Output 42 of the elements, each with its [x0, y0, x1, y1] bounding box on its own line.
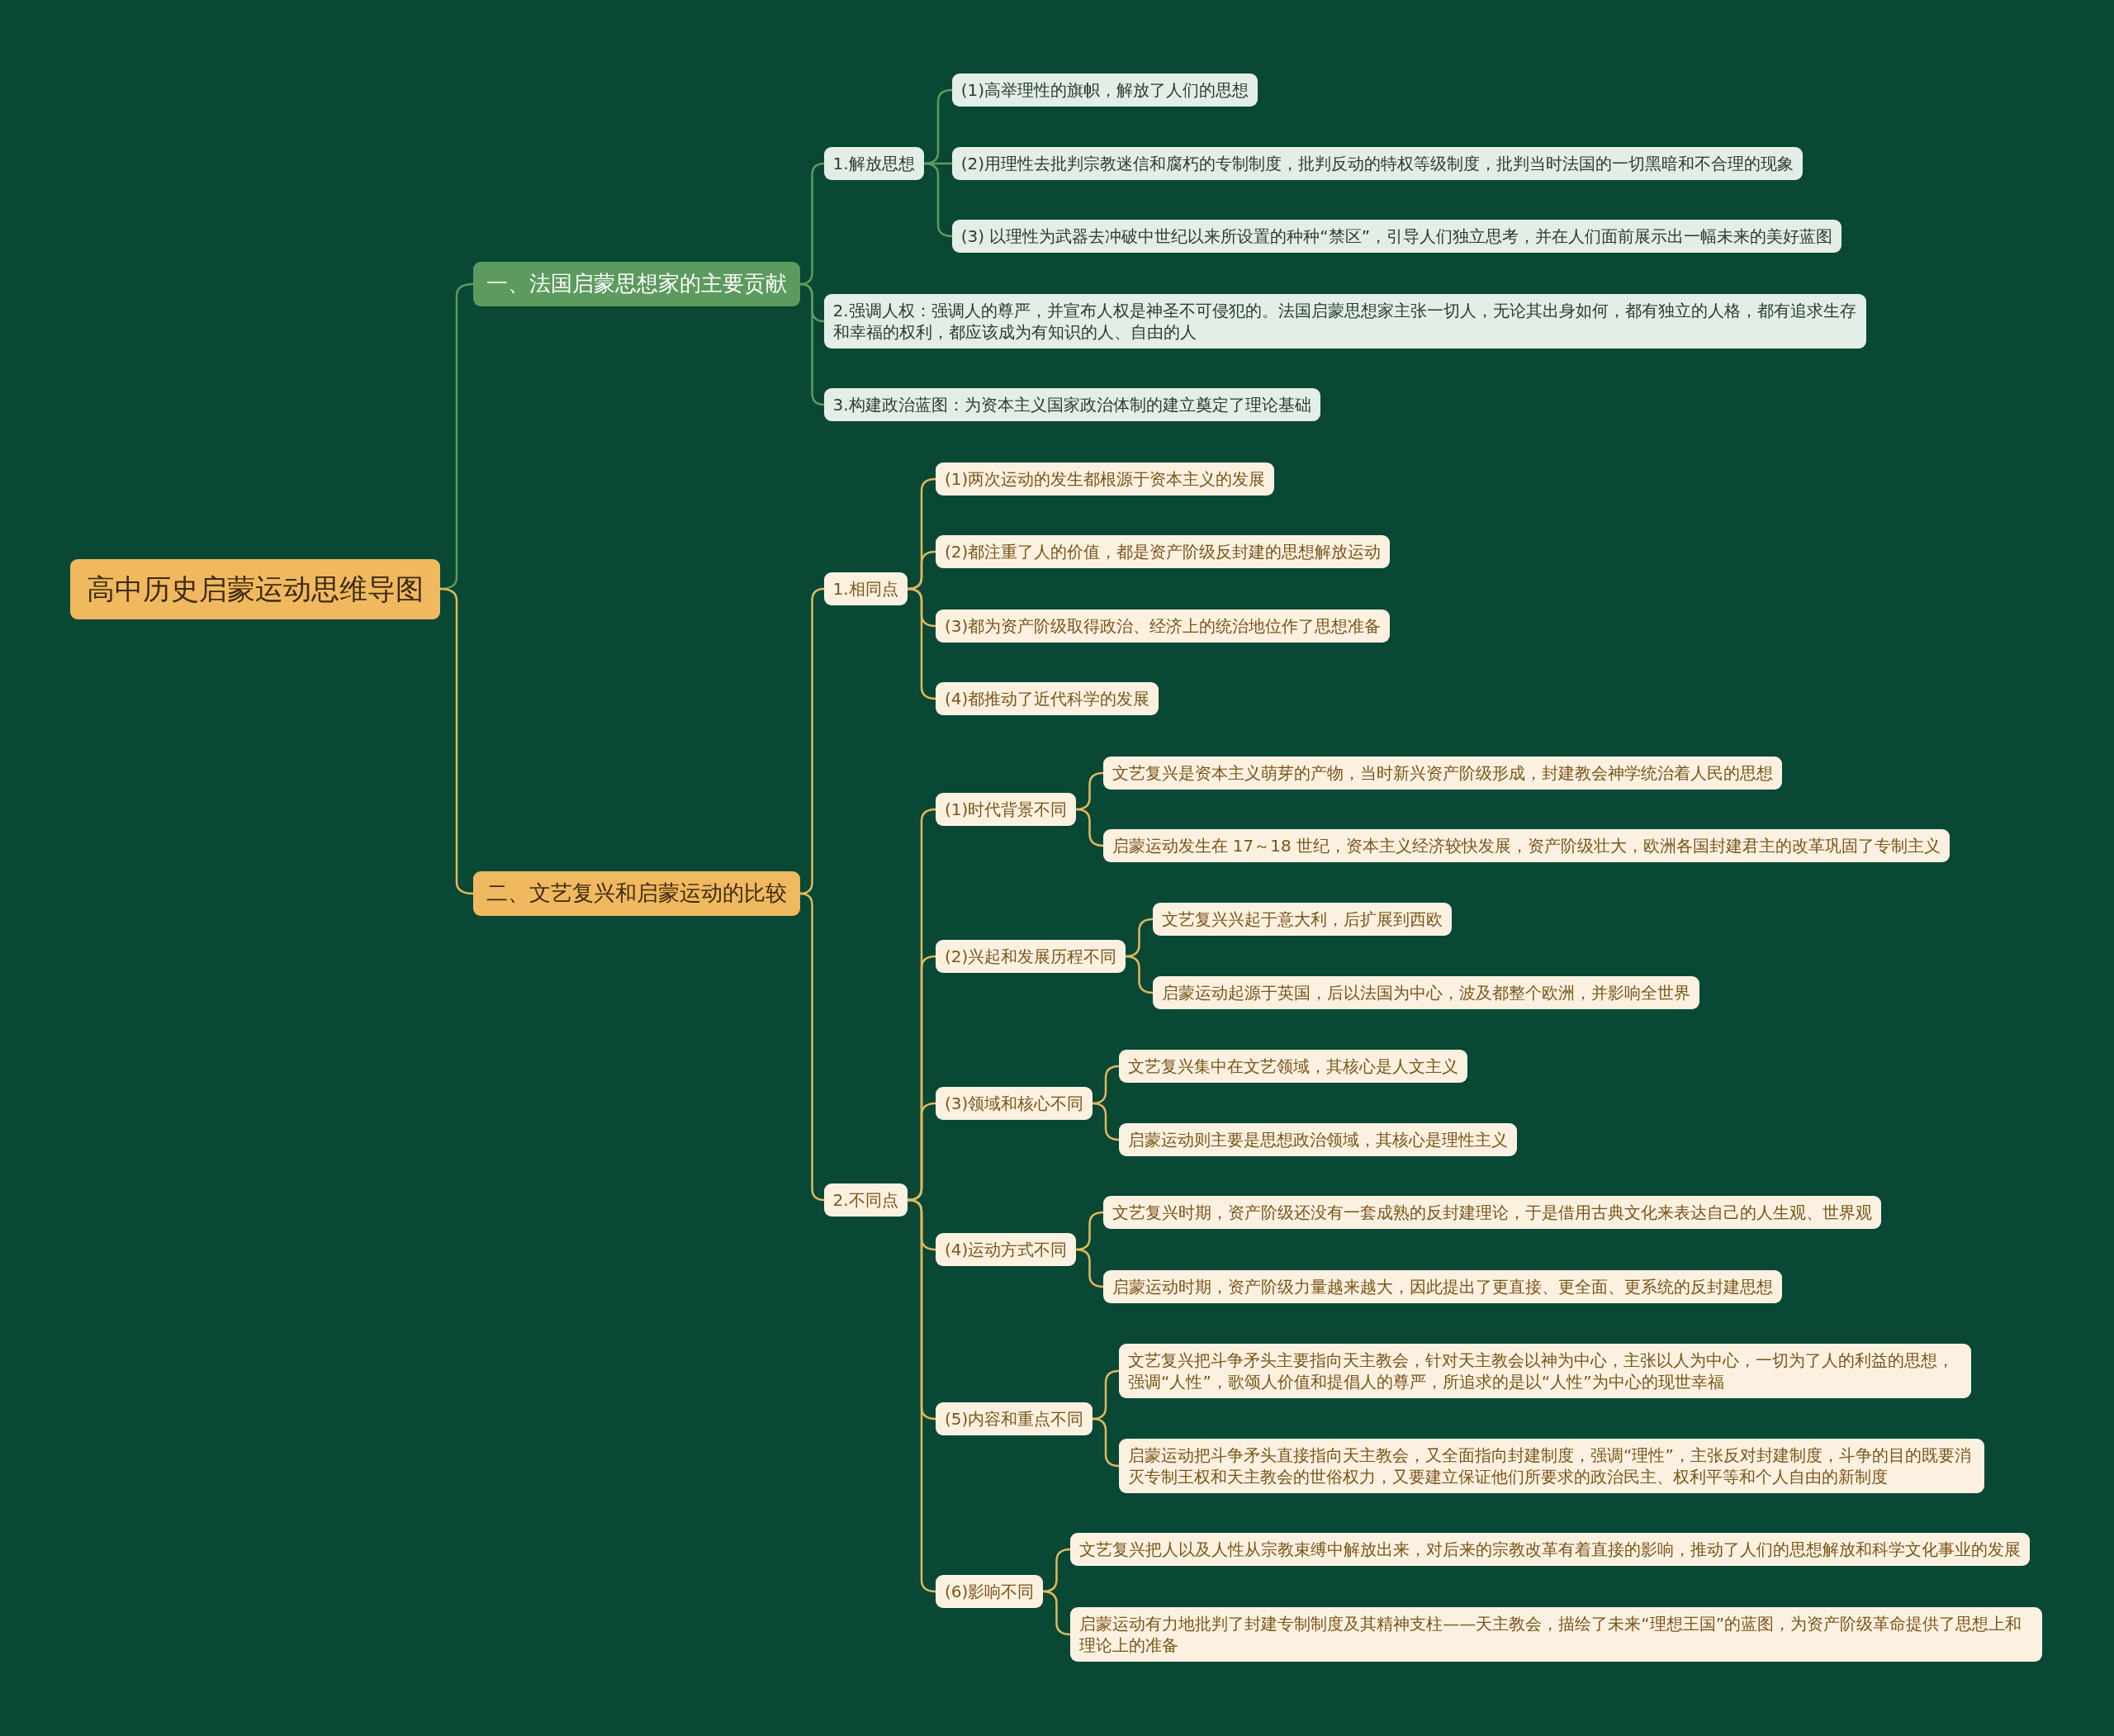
- idea-box: 启蒙运动把斗争矛头直接指向天主教会，又全面指向封建制度，强调“理性”，主张反对封建制度，斗争的目的既要消灭专制王权和天主教会的世俗权力，又要建立保证他们所要求的政治民主、权利平等和个人自由的新制度: [1119, 1438, 1985, 1493]
- idea-box: 文艺复兴是资本主义萌芽的产物，当时新兴资产阶级形成，封建教会神学统治着人民的思想: [1102, 756, 1782, 790]
- idea-box: 3.构建政治蓝图：为资本主义国家政治体制的建立奠定了理论基础: [823, 387, 1320, 421]
- subtopic-box: (4)运动方式不同: [936, 1233, 1077, 1267]
- connector-line: [1042, 1590, 1071, 1636]
- idea-box: 启蒙运动有力地批判了封建专制制度及其精神支柱——天主教会，描绘了未来“理想王国”的蓝图，为资产阶级革命提供了思想上和理论上的准备: [1070, 1606, 2043, 1662]
- connector-line: [799, 892, 825, 1202]
- idea-box: (1)两次运动的发生都根源于资本主义的发展: [936, 462, 1275, 496]
- idea-box: 文艺复兴把人以及人性从宗教束缚中解放出来，对后来的宗教改革有着直接的影响，推动了人们的思想解放和科学文化事业的发展: [1070, 1532, 2031, 1566]
- idea-box: (3) 以理性为武器去冲破中世纪以来所设置的种种“禁区”，引导人们独立思考，并在人们面前展示出一幅未来的美好蓝图: [951, 219, 1842, 253]
- subtopic-box: (3)领域和核心不同: [936, 1086, 1093, 1120]
- subtopic-box: (2)兴起和发展历程不同: [936, 939, 1126, 973]
- idea-box: 启蒙运动起源于英国，后以法国为中心，波及都整个欧洲，并影响全世界: [1152, 975, 1699, 1009]
- branch-topic-box: 二、文艺复兴和启蒙运动的比较: [473, 871, 801, 917]
- subtopic-box: (6)影响不同: [936, 1574, 1044, 1608]
- subtopic-box: (1)时代背景不同: [936, 792, 1077, 826]
- idea-box: 启蒙运动发生在 17～18 世纪，资本主义经济较快发展，资产阶级壮大，欧洲各国封建君主的改革巩固了专制主义: [1102, 828, 1950, 862]
- idea-box: 启蒙运动则主要是思想政治领域，其核心是理性主义: [1119, 1122, 1518, 1156]
- idea-box: (3)都为资产阶级取得政治、经济上的统治地位作了思想准备: [936, 609, 1391, 643]
- subtopic-box: 2.不同点: [823, 1183, 908, 1217]
- idea-box: 文艺复兴时期，资产阶级还没有一套成熟的反封建理论，于是借用古典文化来表达自己的人生观、世界观: [1102, 1195, 1881, 1229]
- idea-box: 2.强调人权：强调人的尊严，并宣布人权是神圣不可侵犯的。法国启蒙思想家主张一切人，无论其出身如何，都有独立的人格，都有追求生存和幸福的权利，都应该成为有知识的人、自由的人: [823, 293, 1866, 349]
- root-topic-box: 高中历史启蒙运动思维导图: [69, 559, 440, 619]
- idea-box: (1)高举理性的旗帜，解放了人们的思想: [951, 74, 1258, 107]
- idea-box: 启蒙运动时期，资产阶级力量越来越大，因此提出了更直接、更全面、更系统的反封建思想: [1102, 1269, 1782, 1303]
- connector-line: [923, 162, 953, 238]
- subtopic-box: 1.解放思想: [823, 146, 924, 180]
- subtopic-box: 1.相同点: [823, 572, 908, 606]
- idea-box: 文艺复兴把斗争矛头主要指向天主教会，针对天主教会以神为中心，主张以人为中心，一切为了人的利益的思想，强调“人性”，歌颂人价值和提倡人的尊严，所追求的是以“人性”为中心的现世幸福: [1119, 1344, 1971, 1399]
- connector-line: [799, 282, 825, 406]
- connector-line: [1125, 955, 1154, 994]
- idea-box: (2)都注重了人的价值，都是资产阶级反封建的思想解放运动: [936, 534, 1391, 568]
- idea-box: 文艺复兴兴起于意大利，后扩展到西欧: [1152, 903, 1452, 937]
- branch-topic-box: 一、法国启蒙思想家的主要贡献: [473, 262, 801, 307]
- idea-box: 文艺复兴集中在文艺领域，其核心是人文主义: [1119, 1050, 1468, 1084]
- connector-line: [1075, 1248, 1104, 1288]
- idea-box: (2)用理性去批判宗教迷信和腐朽的专制制度，批判反动的特权等级制度，批判当时法国的一切黑暗和不合理的现象: [951, 146, 1803, 180]
- idea-box: (4)都推动了近代科学的发展: [936, 681, 1159, 715]
- connector-line: [1075, 808, 1104, 847]
- connector-line: [1092, 1102, 1120, 1141]
- subtopic-box: (5)内容和重点不同: [936, 1402, 1093, 1435]
- connector-line: [1092, 1417, 1120, 1468]
